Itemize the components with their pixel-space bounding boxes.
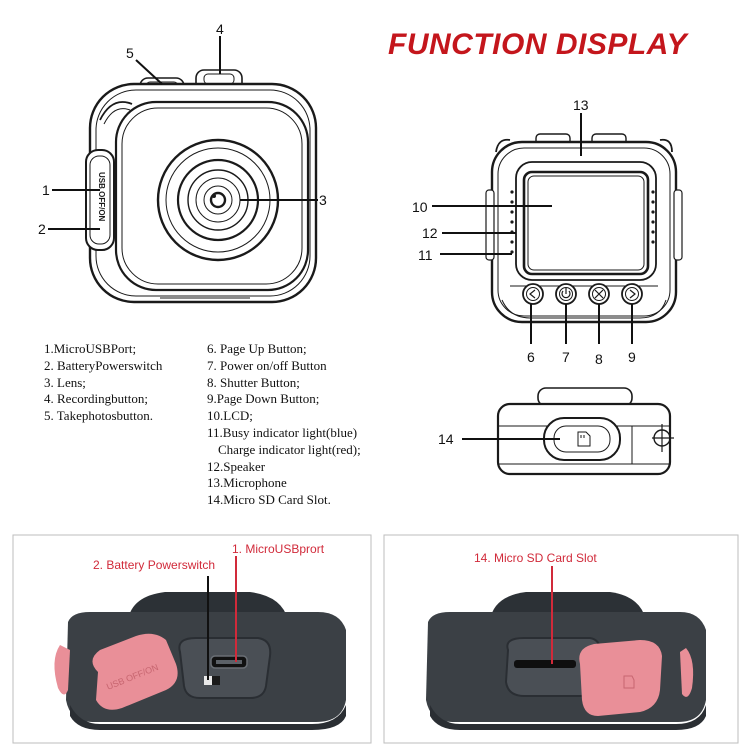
callout-5: 5 <box>126 45 134 61</box>
legend-item: 4. Recordingbutton; <box>44 391 148 407</box>
legend-item: 1.MicroUSBPort; <box>44 341 137 356</box>
legend-item: 6. Page Up Button; <box>207 341 307 356</box>
nav-right-icon <box>621 283 643 305</box>
legend-item: 9.Page Down Button; <box>207 391 320 407</box>
legend-item: 12.Speaker <box>207 458 266 474</box>
callout-13: 13 <box>573 97 589 113</box>
callout-12: 12 <box>422 225 438 241</box>
callout-7: 7 <box>562 349 570 365</box>
legend-item: 14.Micro SD Card Slot. <box>207 492 331 508</box>
callout-9: 9 <box>628 349 636 365</box>
callout-2: 2 <box>38 221 46 237</box>
callout-4: 4 <box>216 21 224 37</box>
label-micro-sd-slot: 14. Micro SD Card Slot <box>474 551 597 565</box>
legend-item: 11.Busy indicator light(blue) <box>207 424 358 440</box>
callout-8: 8 <box>595 351 603 367</box>
legend-item: 8. Shutter Button; <box>207 374 300 390</box>
label-battery-powerswitch: 2. Battery Powerswitch <box>93 558 215 572</box>
cover-text: USB OFF/ON <box>97 172 106 222</box>
label-microusb: 1. MicroUSBprort <box>232 542 325 556</box>
legend-item: 7. Power on/off Button <box>207 357 327 373</box>
shutter-icon <box>588 283 610 305</box>
camera-front-drawing: USB OFF/ON <box>85 69 318 304</box>
legend-item: 13.Microphone <box>207 475 287 491</box>
callout-14: 14 <box>438 431 454 447</box>
legend-item: 5. Takephotosbutton. <box>44 408 153 424</box>
photo-usb-port: USB OFF/ON 1. MicroUSBprort 2. Battery P… <box>12 534 372 744</box>
callout-1: 1 <box>42 182 50 198</box>
photo-sd-slot: 14. Micro SD Card Slot <box>383 534 739 744</box>
legend-left: 1.MicroUSBPort; 2. BatteryPowerswitch 3.… <box>44 341 214 425</box>
callout-10: 10 <box>412 199 428 215</box>
legend-item: 10.LCD; <box>207 408 253 424</box>
callout-3: 3 <box>319 192 327 208</box>
page-title: FUNCTION DISPLAY <box>388 28 688 61</box>
legend-right: 6. Page Up Button; 7. Power on/off Butto… <box>207 341 407 509</box>
callout-11: 11 <box>418 247 433 263</box>
legend-item: Charge indicator light(red); <box>218 441 361 457</box>
nav-left-icon <box>522 283 544 305</box>
power-icon <box>555 283 577 305</box>
sd-card-icon <box>577 431 591 447</box>
usb-port-icon <box>210 655 248 669</box>
legend-item: 3. Lens; <box>44 374 86 390</box>
camera-bottom-drawing <box>496 387 674 476</box>
camera-back-drawing <box>485 133 683 324</box>
callout-6: 6 <box>527 349 535 365</box>
legend-item: 2. BatteryPowerswitch <box>44 357 163 373</box>
